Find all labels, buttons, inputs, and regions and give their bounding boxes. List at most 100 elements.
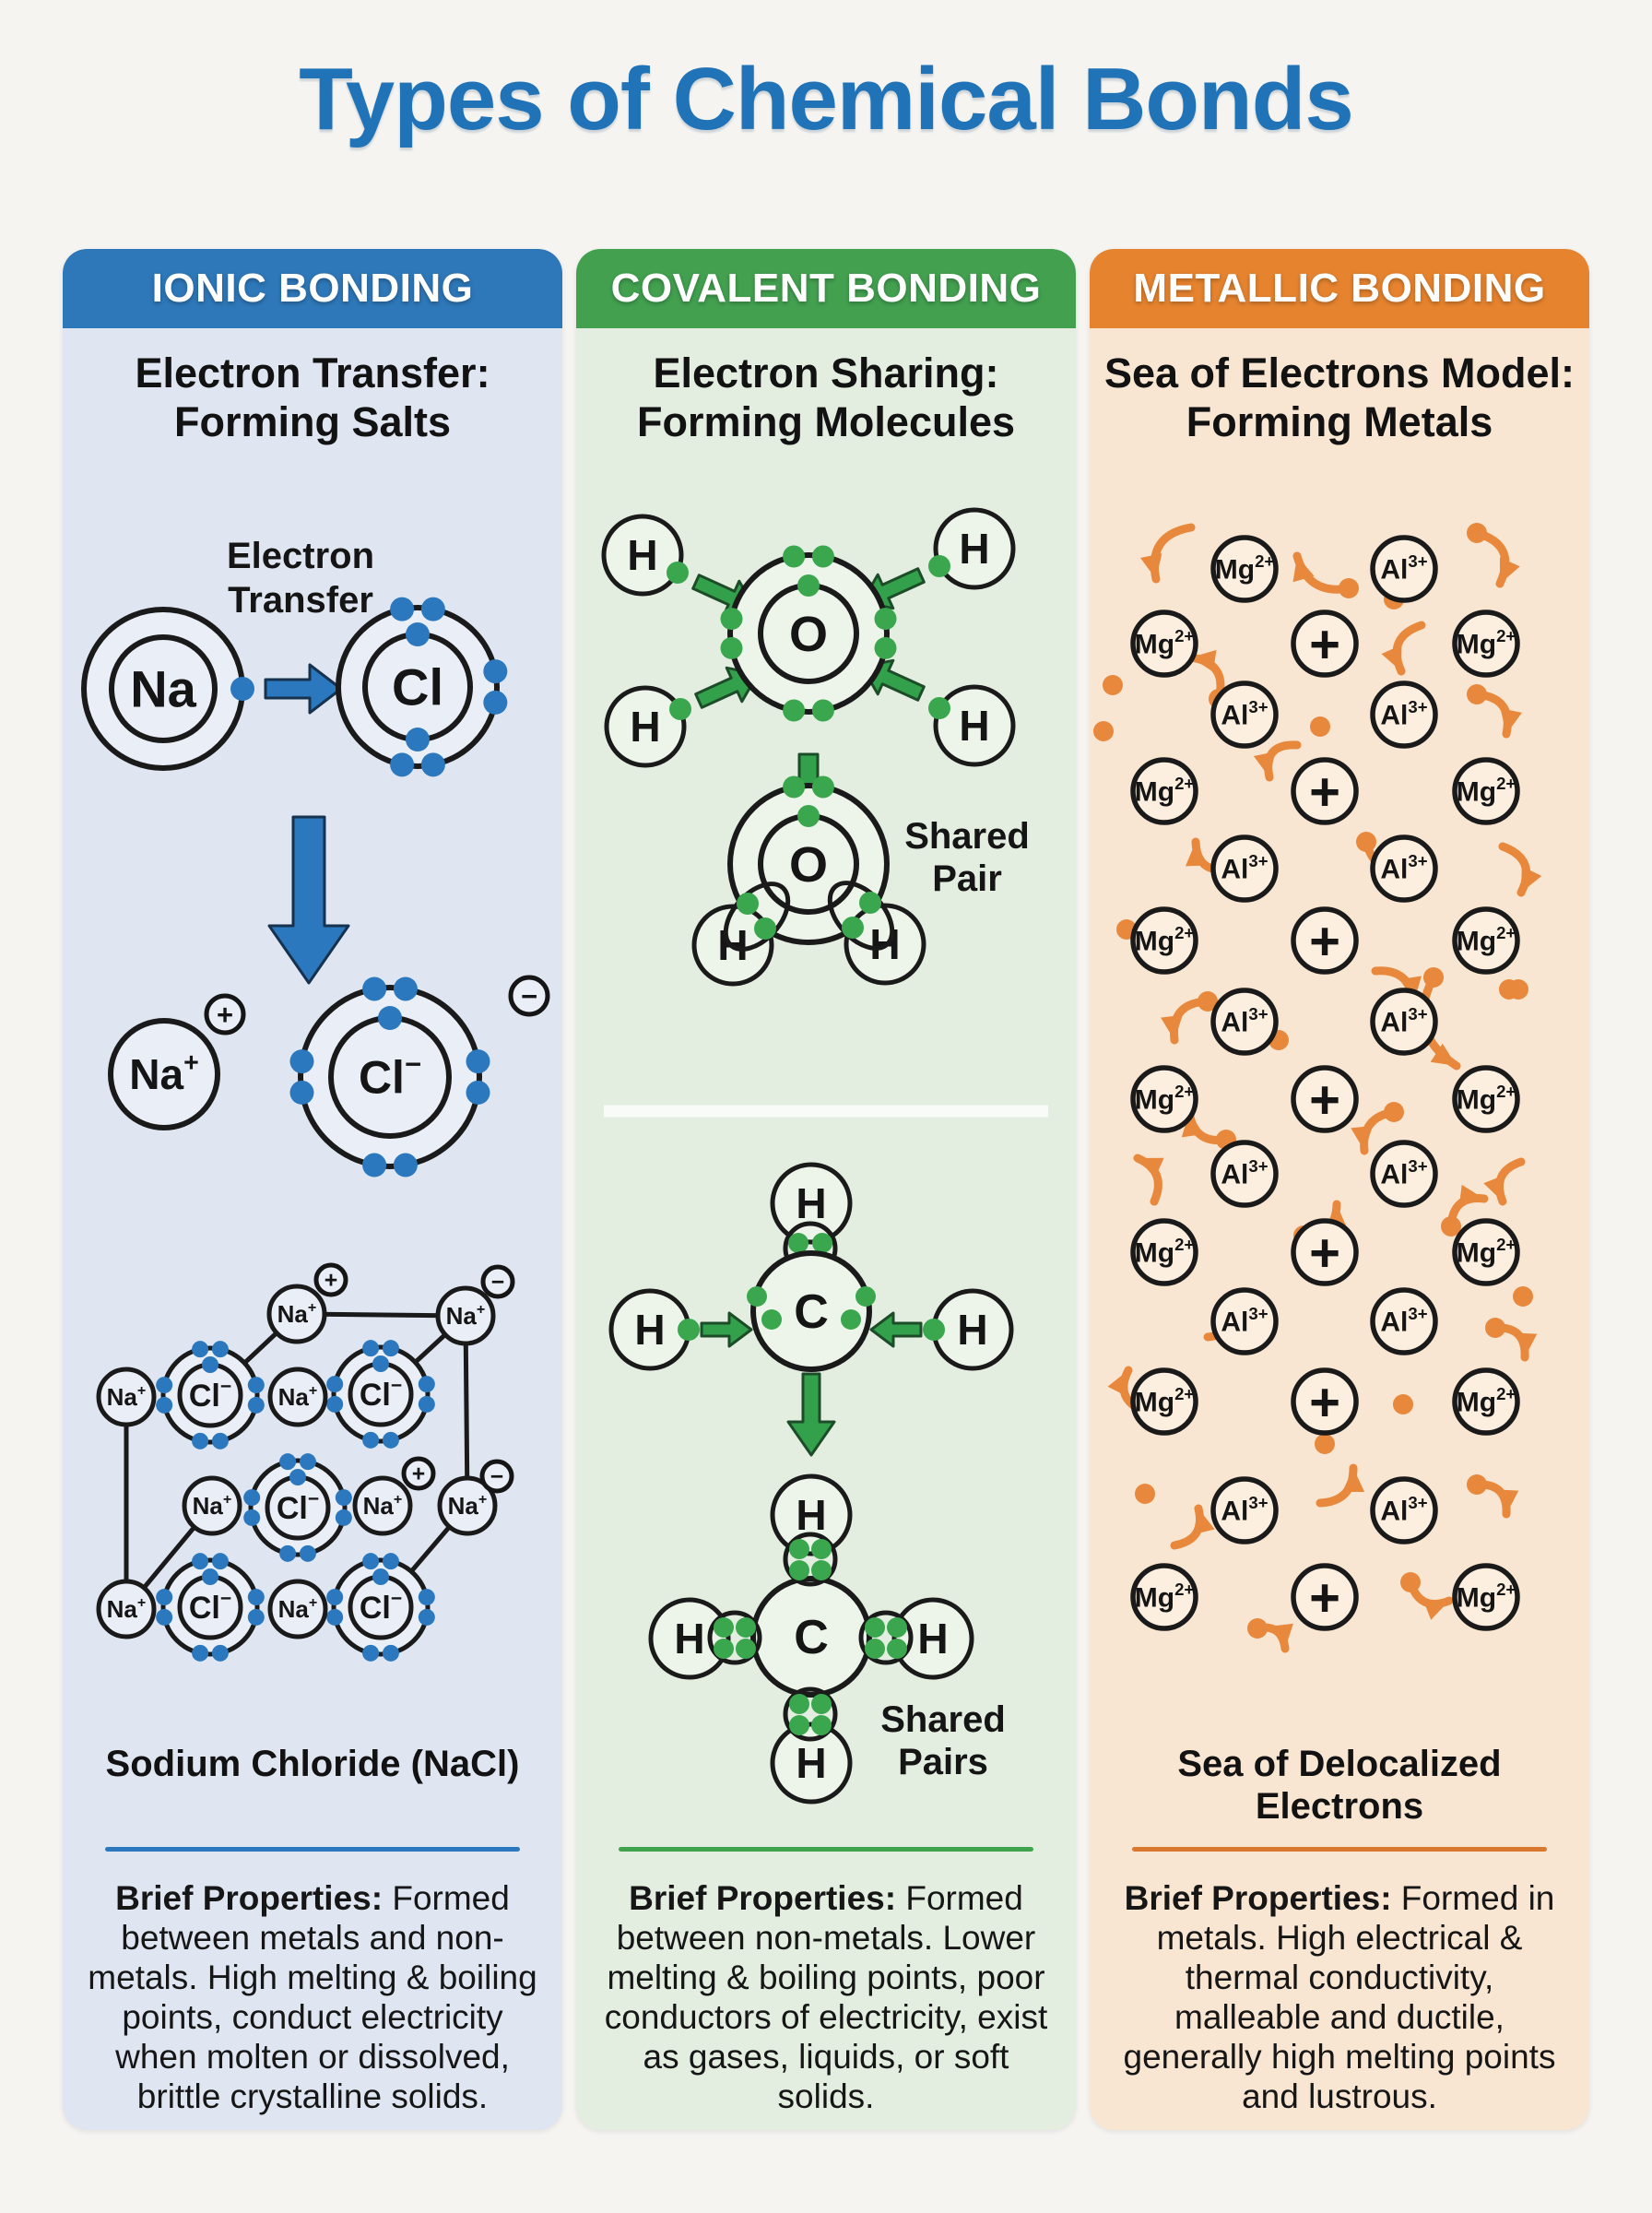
electron-dot [211, 1645, 229, 1663]
mg-ion: Mg2+ [1452, 1065, 1520, 1134]
h-atom-label: H [796, 1179, 826, 1227]
ionic-subtitle: Electron Transfer: Forming Salts [135, 349, 490, 446]
c-atom: C [750, 1576, 872, 1698]
covalent-header: COVALENT BONDING [576, 249, 1076, 329]
h-atom-label: H [674, 1615, 704, 1663]
electron-dot [466, 1081, 490, 1106]
mg-ion-label: Mg2+ [1457, 1235, 1516, 1269]
mg-ion: Mg2+ [1452, 609, 1520, 679]
delocalized-electron [1339, 578, 1359, 599]
o-atom-label: O [789, 837, 828, 893]
electron-dot [874, 637, 897, 660]
electron-motion-arrow [1150, 523, 1196, 584]
electron-dot [736, 1617, 756, 1639]
electron-dot [156, 1377, 173, 1394]
mg-ion: Mg2+ [1130, 906, 1198, 976]
h-atom: H [770, 1162, 853, 1245]
metal-cation: + [1291, 609, 1359, 679]
al-ion: Al3+ [1210, 1476, 1279, 1545]
c-atom: C [747, 1250, 876, 1373]
al-ion-label: Al3+ [1221, 1304, 1268, 1338]
metal-cation-label: + [1309, 1071, 1340, 1130]
al-ion: Al3+ [1210, 680, 1279, 750]
electron-dot [789, 1539, 809, 1560]
arrowhead [1483, 1175, 1504, 1202]
electron-dot [393, 1153, 418, 1178]
delocalized-electron [1400, 1572, 1421, 1593]
shared-pair-circle [783, 1532, 838, 1587]
mg-ion: Mg2+ [1452, 906, 1520, 976]
delocalized-electron [1467, 523, 1487, 544]
cl-ion-small-label: Cl− [277, 1489, 319, 1526]
down-arrow [267, 815, 350, 985]
columns-container: IONIC BONDING Electron Transfer: Forming… [63, 249, 1589, 2131]
cl-ion-small-label: Cl− [189, 1377, 231, 1414]
electron-dot [326, 1609, 344, 1627]
metal-cation-label: + [1309, 615, 1340, 675]
electron-dot [362, 1432, 380, 1450]
mg-ion: Mg2+ [1130, 609, 1198, 679]
na-ion-small: Na+ [435, 1285, 496, 1346]
plus-charge-badge: + [401, 1456, 436, 1491]
h-atom-label: H [796, 1491, 826, 1539]
mg-ion: Mg2+ [1452, 1367, 1520, 1437]
badge-glyph: + [324, 1269, 337, 1294]
electron-dot [737, 893, 759, 916]
electron-dot [669, 698, 691, 721]
delocalized-electron [1356, 832, 1376, 853]
al-ion: Al3+ [1370, 680, 1438, 750]
electron-dot [720, 608, 743, 631]
al-ion: Al3+ [1370, 535, 1438, 604]
electron-dot [797, 805, 820, 828]
na-ion-small-label: Na+ [107, 1595, 147, 1624]
al-ion: Al3+ [1210, 834, 1279, 904]
electron-dot [372, 1568, 389, 1586]
electron-dot [211, 1341, 229, 1358]
electron-dot [842, 917, 864, 940]
metal-cation: + [1291, 1563, 1359, 1632]
arrowhead [1381, 645, 1402, 672]
electron-dot [211, 1553, 229, 1570]
mg-ion-label: Mg2+ [1135, 1082, 1195, 1116]
electron-dot [362, 1153, 387, 1178]
electron-dot [483, 691, 508, 716]
delocalized-electron [1393, 1394, 1413, 1415]
electron-dot [393, 976, 418, 1001]
cl-ion-label: Cl− [359, 1048, 421, 1104]
mg-ion-label: Mg2+ [1457, 1082, 1516, 1116]
na-ion-small: Na+ [266, 1284, 327, 1344]
metallic-properties: Brief Properties: Formed in metals. High… [1108, 1879, 1571, 2117]
delocalized-electron [1485, 1318, 1505, 1339]
arrowhead [1185, 842, 1208, 867]
arrowhead [1181, 1112, 1204, 1138]
electron-dot [382, 1340, 399, 1357]
h-atom-label: H [796, 1739, 826, 1787]
arrowhead [1458, 1185, 1484, 1208]
mg-ion: Mg2+ [1130, 757, 1198, 826]
al-ion: Al3+ [1370, 988, 1438, 1057]
electron-dot [243, 1489, 261, 1507]
h-atom-label: H [917, 1615, 948, 1663]
al-ion-label: Al3+ [1221, 1493, 1268, 1527]
electron-dot [390, 752, 415, 777]
al-ion-label: Al3+ [1380, 1493, 1427, 1527]
electron-dot [156, 1397, 173, 1414]
al-ion-label: Al3+ [1221, 851, 1268, 885]
delocalized-electron [1093, 721, 1114, 742]
mg-ion-label: Mg2+ [1135, 1580, 1195, 1614]
cl-ion-small-label: Cl− [360, 1589, 402, 1626]
electron-dot [192, 1553, 209, 1570]
covalent-divider [619, 1847, 1033, 1852]
h-atom: H [770, 1722, 853, 1805]
panel-covalent: COVALENT BONDING Electron Sharing: Formi… [576, 249, 1076, 2131]
electron-dot [289, 1081, 314, 1106]
na-atom: Na [81, 607, 245, 772]
metallic-diagram: Mg2+Al3+Mg2++Mg2+Al3+Al3+Mg2++Mg2+Al3+Al… [1093, 523, 1542, 1653]
electron-dot [202, 1356, 218, 1374]
delocalized-electron [1384, 1102, 1404, 1123]
electron-dot [247, 1609, 265, 1627]
